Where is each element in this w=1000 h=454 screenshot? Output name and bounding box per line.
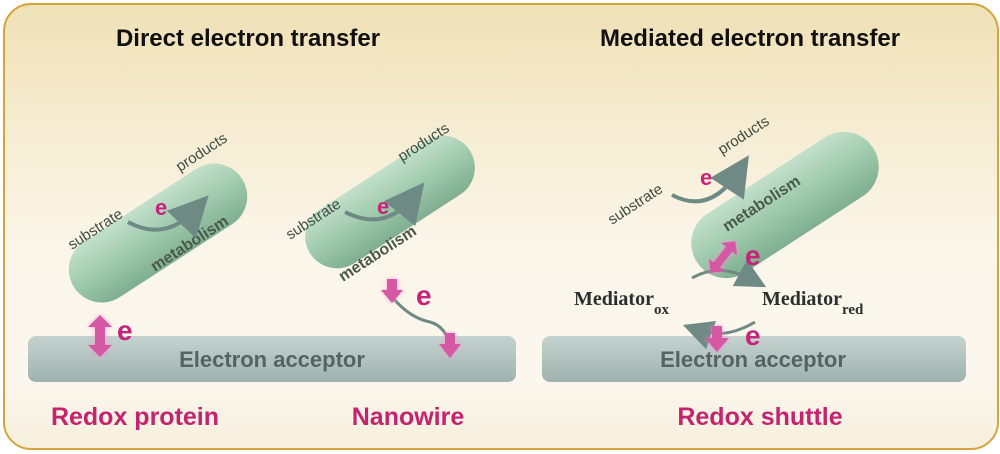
electron-label: e — [155, 195, 167, 220]
metabolism-arrow-icon — [671, 155, 749, 204]
cycle-arrow-bottom-icon — [682, 320, 756, 350]
metabolism-arrow-icon — [127, 195, 209, 239]
mediator-red-base: Mediator — [762, 288, 842, 310]
electron-label: e — [377, 194, 389, 219]
electron-label: e — [117, 315, 133, 346]
mediator-red-label: Mediatorred — [762, 288, 864, 318]
electron-acceptor-label-direct: Electron acceptor — [179, 347, 365, 372]
metabolism-arrow-icon — [344, 182, 425, 227]
heading-mediated: Mediated electron transfer — [600, 25, 900, 52]
down-arrow-icon — [705, 326, 729, 352]
electron-acceptor-label-mediated: Electron acceptor — [660, 347, 846, 372]
electron-label: e — [745, 240, 761, 271]
mechanism-redox-shuttle: Redox shuttle — [677, 403, 842, 431]
bacterium-redox-shuttle — [691, 131, 879, 279]
mechanism-nanowire: Nanowire — [352, 403, 465, 431]
mediator-ox-subscript: ox — [654, 302, 670, 318]
double-arrow-icon — [88, 315, 112, 357]
bacterium-body — [691, 131, 879, 279]
products-label: products — [715, 113, 773, 159]
electron-label: e — [745, 320, 761, 351]
down-arrow-icon — [381, 279, 403, 303]
down-arrow-icon — [439, 333, 461, 358]
double-arrow-icon — [708, 241, 738, 273]
substrate-label: substrate — [605, 180, 666, 228]
electron-label: e — [700, 165, 712, 190]
bacterium-nanowire — [305, 135, 475, 269]
electron-label: e — [416, 280, 432, 311]
mechanism-redox-protein: Redox protein — [51, 403, 219, 431]
heading-direct: Direct electron transfer — [116, 25, 380, 52]
bacterium-body — [305, 135, 475, 269]
mediator-ox-base: Mediator — [574, 288, 654, 310]
electron-acceptor-bar-direct — [28, 336, 516, 382]
mediator-red-subscript: red — [842, 302, 864, 318]
mediator-ox-label: Mediatorox — [574, 288, 669, 318]
electron-acceptor-bar-mediated — [542, 336, 966, 382]
